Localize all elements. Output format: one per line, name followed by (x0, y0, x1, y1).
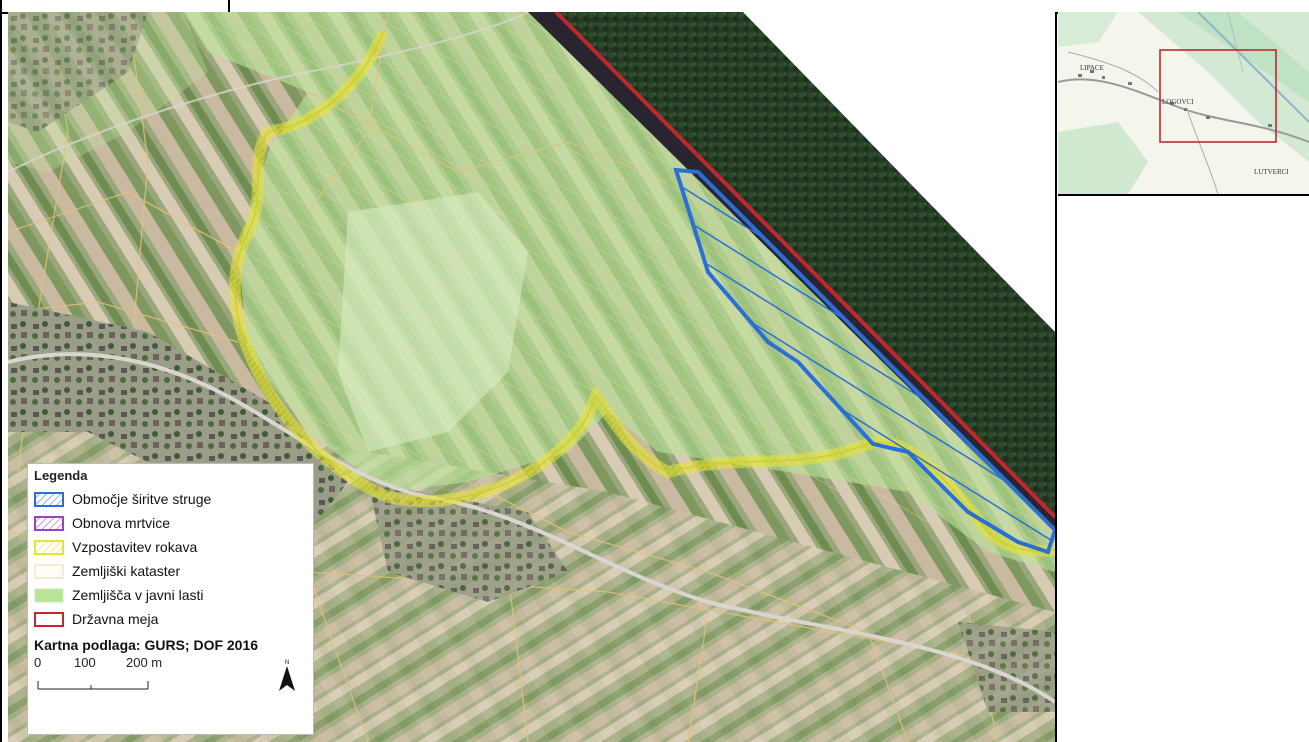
inset-locator-map[interactable]: LIPACE LOGOVCI LUTVERCI (1058, 12, 1309, 194)
main-road (8, 352, 1055, 704)
legend-item: Vzpostavitev rokava (34, 535, 307, 559)
map-legend: Legenda Območje širitve struge Obnova mr… (27, 463, 314, 735)
inset-map-graphic: LIPACE LOGOVCI LUTVERCI (1058, 12, 1309, 194)
legend-title: Legenda (34, 468, 88, 483)
scale-tick-label: 200 m (126, 655, 163, 670)
svg-text:N: N (285, 660, 289, 666)
riverbed-widening-outline (673, 167, 1055, 555)
cell-separator (228, 0, 230, 12)
village-north (8, 12, 148, 132)
scale-bar: 0 100 200 m N (34, 653, 307, 701)
legend-label: Državna meja (72, 611, 159, 627)
legend-label: Vzpostavitev rokava (72, 539, 198, 555)
scale-bar-line (37, 681, 149, 690)
legend-item: Državna meja (34, 607, 307, 631)
legend-label: Območje širitve struge (72, 491, 212, 507)
legend-item: Zemljišča v javni lasti (34, 583, 307, 607)
legend-swatch-widening (34, 491, 64, 507)
legend-label: Zemljiški kataster (72, 563, 181, 579)
legend-swatch-public-land (34, 588, 64, 602)
scale-tick-label: 0 (34, 655, 42, 670)
legend-swatch-side-channel (34, 539, 64, 555)
legend-item: Obnova mrtvice (34, 511, 307, 535)
legend-label: Zemljišča v javni lasti (72, 587, 204, 603)
north-arrow-icon: N (279, 660, 295, 691)
table-left-border (0, 0, 2, 742)
column-separator (1055, 12, 1057, 742)
legend-swatch-oxbow (34, 515, 64, 531)
inset-extent-frame (1159, 49, 1277, 143)
cadastral-parcels (183, 12, 1055, 572)
legend-swatch-state-border (34, 611, 64, 627)
legend-swatch-cadastre (34, 563, 64, 579)
legend-item: Zemljiški kataster (34, 559, 307, 583)
inset-label: LUTVERCI (1254, 168, 1289, 176)
riverbed-widening-area (676, 170, 1055, 552)
scale-tick-label: 100 (74, 655, 96, 670)
legend-label: Obnova mrtvice (72, 515, 171, 531)
minor-road (8, 12, 529, 173)
state-border-line (554, 12, 1055, 519)
inset-bottom-border (1058, 194, 1309, 196)
inset-label: LIPACE (1080, 64, 1104, 72)
basemap-credit: Kartna podlaga: GURS; DOF 2016 (34, 637, 259, 653)
inset-label: LOGOVCI (1162, 98, 1194, 106)
village-east (368, 482, 568, 602)
legend-item: Območje širitve struge (34, 487, 307, 511)
